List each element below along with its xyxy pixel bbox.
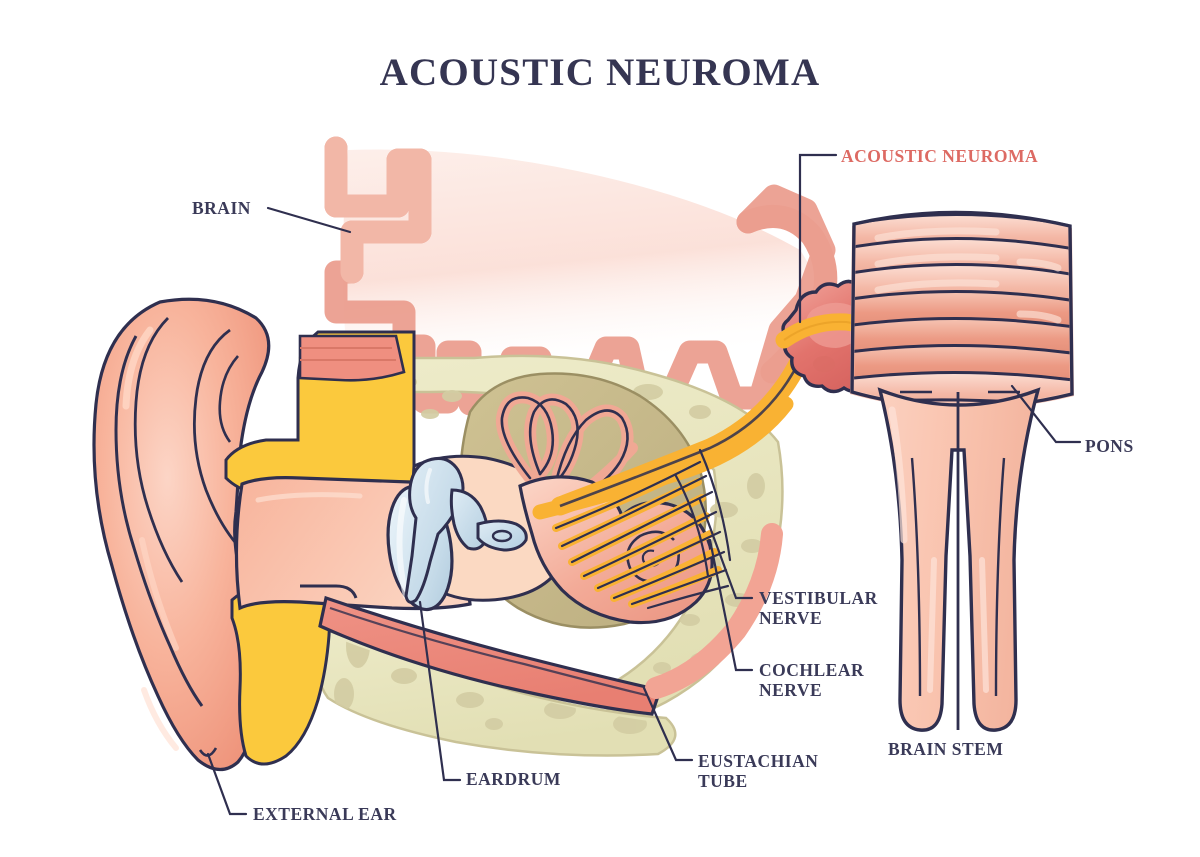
pons-bands bbox=[854, 213, 1070, 406]
leader-brain bbox=[266, 206, 352, 234]
leader-lines bbox=[206, 153, 1082, 816]
page-title: ACOUSTIC NEUROMA bbox=[379, 51, 821, 94]
malleus bbox=[404, 456, 465, 604]
pons bbox=[850, 210, 1074, 410]
ossicles bbox=[404, 456, 528, 604]
semicircular-canals-outline bbox=[500, 396, 629, 494]
leader-pons bbox=[1010, 384, 1082, 444]
nerve-fiber-lines bbox=[554, 448, 732, 610]
label-cochlear-nerve: COCHLEAR NERVE bbox=[759, 660, 865, 700]
brain-stem bbox=[877, 387, 1041, 732]
label-eardrum: EARDRUM bbox=[466, 769, 561, 789]
tympanic-wall bbox=[298, 334, 406, 382]
ear-cartilage-lower bbox=[230, 582, 332, 766]
label-pons: PONS bbox=[1085, 436, 1134, 456]
label-brain-stem: BRAIN STEM bbox=[888, 739, 1004, 759]
leader-eardrum bbox=[418, 600, 462, 782]
pons-highlights bbox=[874, 227, 1062, 324]
stapes bbox=[476, 519, 528, 552]
leader-eustachian bbox=[642, 686, 694, 762]
vestibulocochlear-nerve bbox=[532, 310, 899, 610]
leader-vestibular bbox=[698, 498, 754, 600]
label-brain: BRAIN bbox=[192, 198, 251, 218]
leader-external-ear bbox=[206, 752, 248, 816]
external-ear bbox=[92, 297, 271, 772]
label-external-ear: EXTERNAL EAR bbox=[253, 804, 397, 824]
label-vestibular-nerve: VESTIBULAR NERVE bbox=[759, 588, 878, 628]
leader-cochlear bbox=[708, 538, 754, 672]
leader-tumor bbox=[798, 153, 838, 324]
label-eustachian-tube: EUSTACHIAN TUBE bbox=[698, 751, 819, 791]
label-acoustic-neuroma: ACOUSTIC NEUROMA bbox=[841, 146, 1039, 166]
